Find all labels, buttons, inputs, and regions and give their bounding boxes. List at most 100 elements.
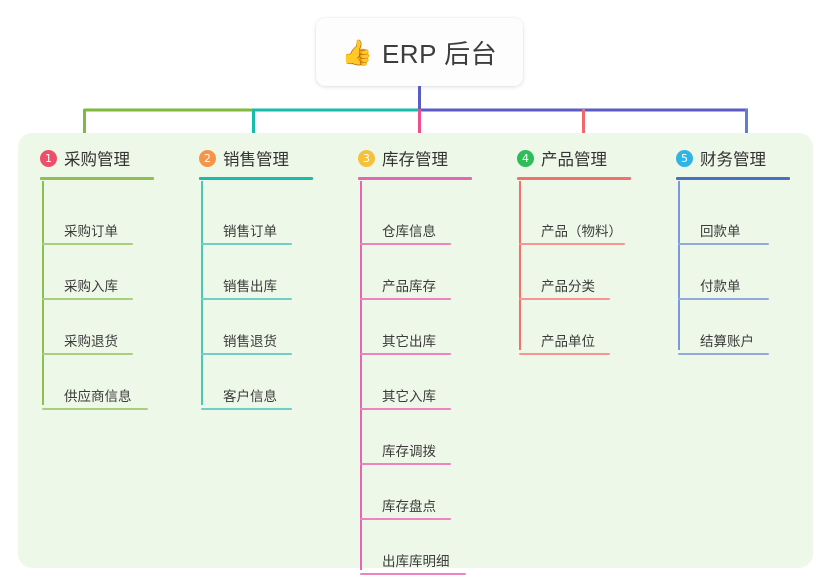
leaf-label: 销售退货 xyxy=(223,333,277,349)
root-title: ERP 后台 xyxy=(381,38,498,69)
column-title: 采购管理 xyxy=(64,151,130,169)
column-spine xyxy=(360,181,362,570)
list-item[interactable]: 采购退货 xyxy=(42,305,177,360)
column-container: 1 采购管理 采购订单 采购入库 采购退货 供应商信息 xyxy=(18,133,813,575)
leaf-label: 产品分类 xyxy=(541,278,595,294)
column-underline xyxy=(199,177,313,180)
list-item[interactable]: 产品单位 xyxy=(519,305,654,360)
content-panel xyxy=(18,133,813,568)
leaf-underline xyxy=(519,242,625,245)
column-badge: 5 xyxy=(676,149,693,167)
leaf-label: 销售订单 xyxy=(223,223,277,239)
leaf-underline xyxy=(360,517,451,520)
leaf-label: 结算账户 xyxy=(700,333,754,349)
leaf-underline xyxy=(42,242,133,245)
leaf-underline xyxy=(519,297,610,300)
list-item[interactable]: 结算账户 xyxy=(678,305,813,360)
column-header[interactable]: 1 采购管理 xyxy=(18,144,177,172)
column-spine xyxy=(42,181,44,405)
leaf-list: 回款单 付款单 结算账户 xyxy=(654,195,813,360)
leaf-underline xyxy=(360,242,451,245)
column-sales: 2 销售管理 销售订单 销售出库 销售退货 客户信息 xyxy=(177,133,336,568)
list-item[interactable]: 库存调拨 xyxy=(360,415,495,470)
list-item[interactable]: 产品分类 xyxy=(519,250,654,305)
leaf-label: 其它出库 xyxy=(382,333,436,349)
column-spine xyxy=(678,181,680,350)
leaf-underline xyxy=(201,352,292,355)
leaf-underline xyxy=(360,297,451,300)
column-header[interactable]: 5 财务管理 xyxy=(654,144,813,172)
list-item[interactable]: 库存盘点 xyxy=(360,470,495,525)
leaf-underline xyxy=(360,572,466,575)
list-item[interactable]: 出库库明细 xyxy=(360,525,495,580)
leaf-label: 客户信息 xyxy=(223,388,277,404)
leaf-label: 采购退货 xyxy=(64,333,118,349)
leaf-label: 回款单 xyxy=(700,223,741,239)
leaf-label: 采购订单 xyxy=(64,223,118,239)
list-item[interactable]: 回款单 xyxy=(678,195,813,250)
list-item[interactable]: 其它出库 xyxy=(360,305,495,360)
leaf-label: 销售出库 xyxy=(223,278,277,294)
leaf-list: 销售订单 销售出库 销售退货 客户信息 xyxy=(177,195,336,415)
column-header[interactable]: 4 产品管理 xyxy=(495,144,654,172)
column-procurement: 1 采购管理 采购订单 采购入库 采购退货 供应商信息 xyxy=(18,133,177,568)
list-item[interactable]: 采购入库 xyxy=(42,250,177,305)
leaf-list: 仓库信息 产品库存 其它出库 其它入库 库存调拨 xyxy=(336,195,495,580)
list-item[interactable]: 产品库存 xyxy=(360,250,495,305)
leaf-underline xyxy=(360,462,451,465)
leaf-label: 供应商信息 xyxy=(64,388,132,404)
list-item[interactable]: 仓库信息 xyxy=(360,195,495,250)
list-item[interactable]: 客户信息 xyxy=(201,360,336,415)
leaf-label: 产品（物料） xyxy=(541,223,622,239)
column-spine xyxy=(519,181,521,350)
leaf-underline xyxy=(201,297,292,300)
list-item[interactable]: 供应商信息 xyxy=(42,360,177,415)
column-inventory: 3 库存管理 仓库信息 产品库存 其它出库 其它入库 xyxy=(336,133,495,575)
column-badge: 1 xyxy=(40,149,57,167)
column-finance: 5 财务管理 回款单 付款单 结算账户 xyxy=(654,133,813,568)
column-title: 销售管理 xyxy=(223,151,289,169)
list-item[interactable]: 销售出库 xyxy=(201,250,336,305)
leaf-label: 产品单位 xyxy=(541,333,595,349)
column-title: 财务管理 xyxy=(700,151,766,169)
list-item[interactable]: 销售退货 xyxy=(201,305,336,360)
leaf-label: 出库库明细 xyxy=(382,553,450,569)
column-header[interactable]: 3 库存管理 xyxy=(336,144,495,172)
column-badge: 2 xyxy=(199,149,216,167)
list-item[interactable]: 产品（物料） xyxy=(519,195,654,250)
leaf-underline xyxy=(42,407,148,410)
leaf-underline xyxy=(42,352,133,355)
leaf-underline xyxy=(678,297,769,300)
column-underline xyxy=(40,177,154,180)
leaf-underline xyxy=(42,297,133,300)
thumbs-up-icon: 👍 xyxy=(341,37,373,67)
leaf-underline xyxy=(201,407,292,410)
leaf-list: 采购订单 采购入库 采购退货 供应商信息 xyxy=(18,195,177,415)
leaf-label: 其它入库 xyxy=(382,388,436,404)
column-spine xyxy=(201,181,203,405)
column-underline xyxy=(358,177,472,180)
leaf-underline xyxy=(201,242,292,245)
list-item[interactable]: 销售订单 xyxy=(201,195,336,250)
column-badge: 3 xyxy=(358,149,375,167)
column-underline xyxy=(517,177,631,180)
leaf-underline xyxy=(678,352,769,355)
leaf-underline xyxy=(360,407,451,410)
column-badge: 4 xyxy=(517,149,534,167)
list-item[interactable]: 采购订单 xyxy=(42,195,177,250)
leaf-underline xyxy=(519,352,610,355)
list-item[interactable]: 付款单 xyxy=(678,250,813,305)
leaf-label: 库存调拨 xyxy=(382,443,436,459)
column-title: 产品管理 xyxy=(541,151,607,169)
leaf-underline xyxy=(360,352,451,355)
column-title: 库存管理 xyxy=(382,151,448,169)
list-item[interactable]: 其它入库 xyxy=(360,360,495,415)
leaf-label: 仓库信息 xyxy=(382,223,436,239)
column-header[interactable]: 2 销售管理 xyxy=(177,144,336,172)
leaf-label: 产品库存 xyxy=(382,278,436,294)
column-underline xyxy=(676,177,790,180)
leaf-label: 采购入库 xyxy=(64,278,118,294)
root-node[interactable]: 👍 ERP 后台 xyxy=(316,18,523,86)
leaf-label: 付款单 xyxy=(700,278,741,294)
